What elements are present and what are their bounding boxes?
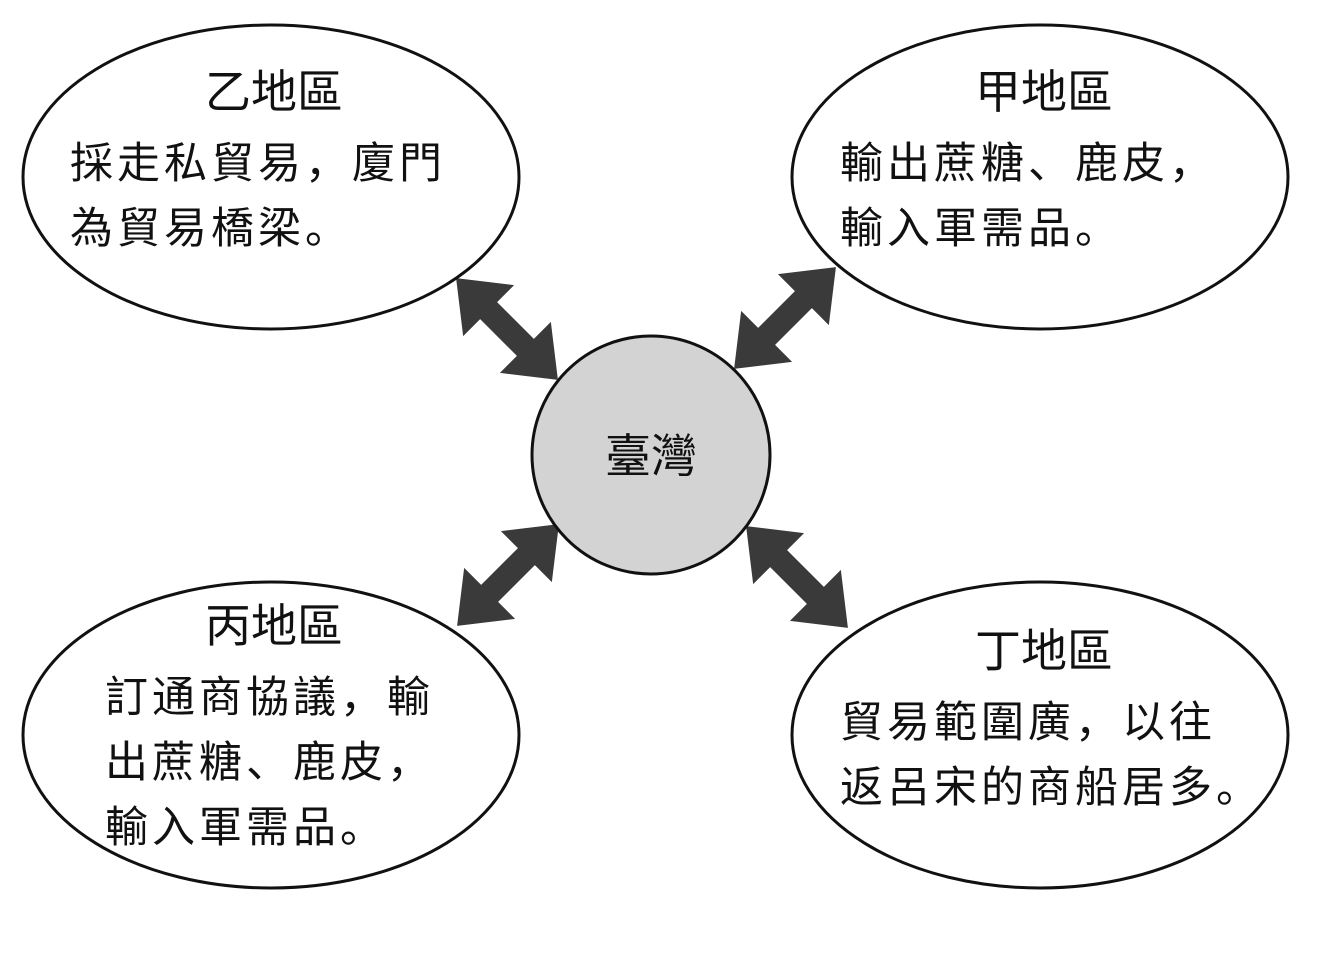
region-bing-line: 訂通商協議，輸 xyxy=(105,673,434,723)
region-bing: 丙地區 訂通商協議，輸 出蔗糖、鹿皮， 輸入軍需品。 xyxy=(21,580,521,890)
region-jia: 甲地區 輸出蔗糖、鹿皮， 輸入軍需品。 xyxy=(790,23,1290,331)
center-taiwan: 臺灣 xyxy=(530,334,772,576)
region-bing-line: 輸入軍需品。 xyxy=(105,803,387,853)
region-yi-title: 乙地區 xyxy=(205,65,343,119)
center-label: 臺灣 xyxy=(605,429,697,483)
region-jia-ellipse xyxy=(790,23,1290,331)
region-yi-line: 為貿易橋梁。 xyxy=(70,204,352,254)
region-bing-line: 出蔗糖、鹿皮， xyxy=(105,738,434,788)
region-ding: 丁地區 貿易範圍廣，以往 返呂宋的商船居多。 xyxy=(790,580,1290,890)
region-yi-line: 採走私貿易，廈門 xyxy=(70,139,446,189)
region-ding-ellipse xyxy=(790,580,1290,890)
region-ding-title: 丁地區 xyxy=(975,624,1113,678)
region-ding-line: 貿易範圍廣，以往 xyxy=(840,698,1216,748)
region-yi: 乙地區 採走私貿易，廈門 為貿易橋梁。 xyxy=(21,23,521,331)
region-jia-title: 甲地區 xyxy=(975,65,1113,119)
center-circle xyxy=(530,334,772,576)
region-jia-line: 輸出蔗糖、鹿皮， xyxy=(840,139,1216,189)
region-bing-ellipse xyxy=(21,580,521,890)
region-bing-title: 丙地區 xyxy=(205,599,343,653)
region-jia-line: 輸入軍需品。 xyxy=(840,204,1122,254)
region-ding-line: 返呂宋的商船居多。 xyxy=(840,763,1263,813)
region-yi-ellipse xyxy=(21,23,521,331)
